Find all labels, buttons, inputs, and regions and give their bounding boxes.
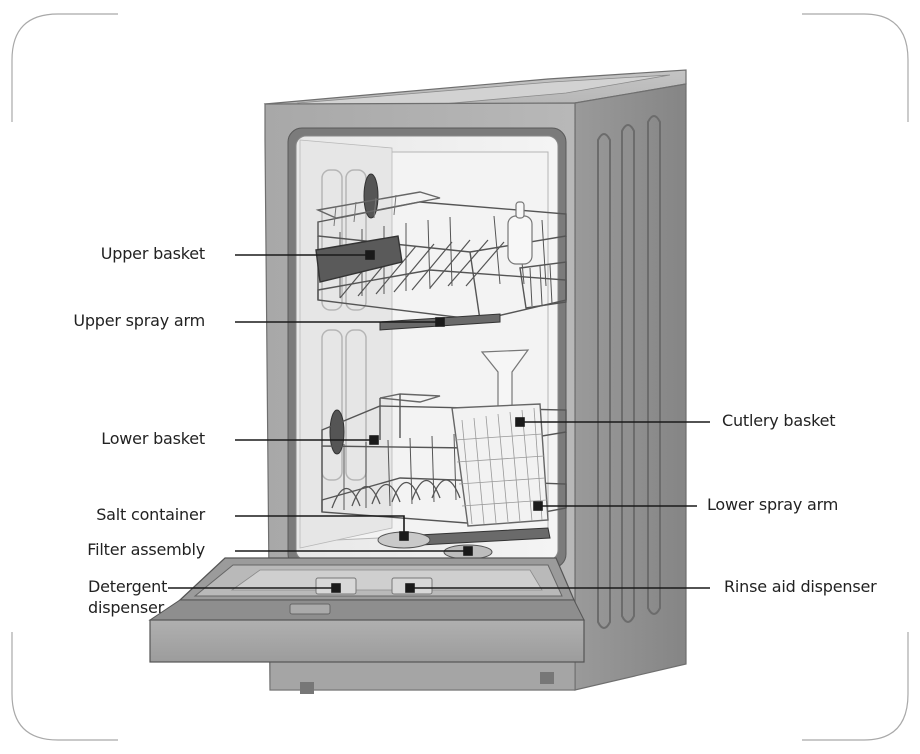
label-upper-spray-arm: Upper spray arm	[73, 311, 205, 330]
label-lower-basket: Lower basket	[101, 429, 205, 448]
cabinet-side-panel	[574, 83, 687, 691]
label-lower-spray-arm: Lower spray arm	[707, 495, 839, 514]
label-rinse-aid-dispenser: Rinse aid dispenser	[724, 577, 877, 596]
leader-lines	[168, 250, 710, 593]
label-detergent-dispenser-line1: Detergent	[88, 577, 168, 596]
label-filter-assembly: Filter assembly	[87, 540, 205, 559]
glass	[507, 201, 533, 265]
label-cutlery-basket: Cutlery basket	[722, 411, 836, 430]
label-salt-container: Salt container	[96, 505, 205, 524]
label-detergent-dispenser: Detergent dispenser	[88, 576, 167, 618]
upper-basket	[315, 191, 567, 321]
door-front-panel	[149, 619, 585, 663]
label-detergent-dispenser-line2: dispenser	[88, 598, 165, 617]
dishwasher-door	[148, 557, 585, 663]
label-upper-basket: Upper basket	[100, 244, 205, 263]
